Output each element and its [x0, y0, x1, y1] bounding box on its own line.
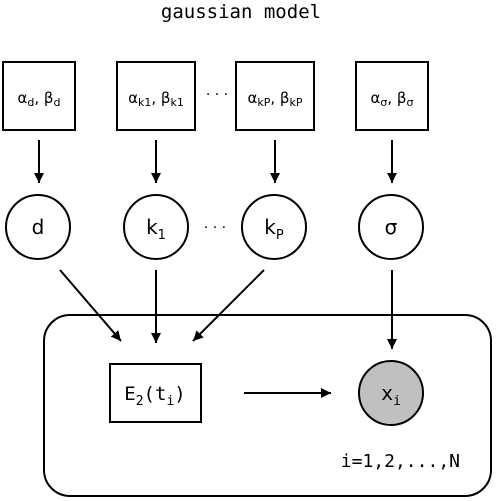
prior-label-d: αd, βd — [18, 89, 61, 109]
node-k1-label: k1 — [146, 215, 166, 243]
plate-label: i=1,2,...,N — [341, 451, 460, 472]
prior-label-kp: αkP, βkP — [247, 89, 302, 109]
node-sigma — [358, 194, 424, 260]
ellipsis-middle: · · · — [204, 220, 226, 236]
prior-box-d — [2, 61, 76, 131]
node-kp — [241, 194, 307, 260]
prior-box-sigma — [355, 61, 429, 131]
arrow-d-to-expectation — [59, 269, 122, 342]
expectation-box — [109, 363, 202, 423]
node-k1 — [123, 194, 189, 260]
expectation-label: E2(ti) — [124, 383, 185, 409]
node-d-label: d — [32, 215, 45, 239]
node-d — [5, 194, 71, 260]
node-kp-label: kP — [264, 215, 284, 243]
prior-box-kp — [235, 61, 315, 131]
ellipsis-top: · · · — [206, 87, 228, 103]
arrow-kp-to-expectation — [192, 269, 265, 342]
prior-label-k1: αk1, βk1 — [128, 89, 184, 109]
prior-label-sigma: ασ, βσ — [371, 89, 414, 109]
node-observed-label: xi — [381, 381, 401, 409]
plate — [43, 314, 492, 497]
prior-box-k1 — [116, 61, 196, 131]
node-sigma-label: σ — [385, 215, 398, 239]
diagram-title: gaussian model — [161, 1, 321, 23]
node-observed-x — [358, 360, 424, 426]
